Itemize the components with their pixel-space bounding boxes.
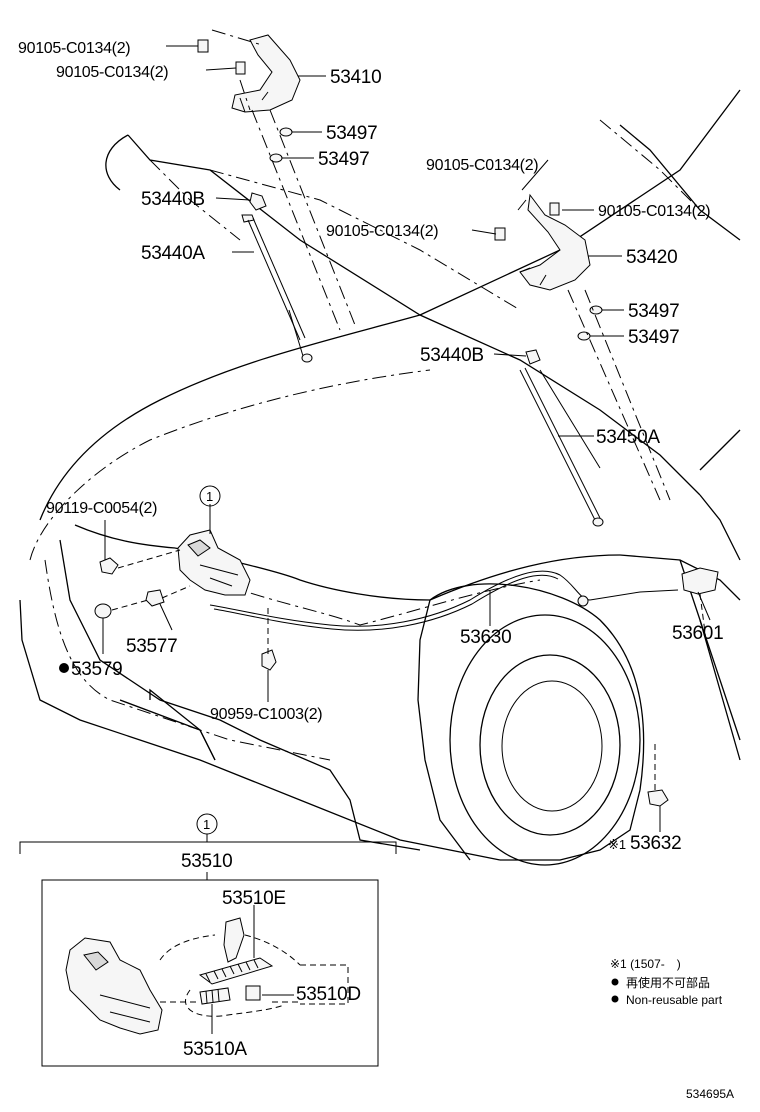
diagram-id: 534695A — [686, 1087, 734, 1101]
label-stay-lh: 53440A — [141, 243, 205, 264]
label-release-lever: 53601 — [672, 623, 723, 644]
label-stay-rh: 53450A — [596, 427, 660, 448]
label-stay-bracket-rh: 53440B — [420, 345, 484, 366]
label-washer-rh-2: 53497 — [628, 327, 679, 348]
legend-note-line: ※1 (1507- ) — [610, 957, 681, 971]
label-washer-rh-1: 53497 — [628, 301, 679, 322]
legend-dot-jp — [611, 978, 619, 986]
hinge-rh-group — [494, 193, 671, 527]
leader-lines — [102, 45, 711, 832]
label-bolt-lock: 90119-C0054(2) — [46, 500, 157, 517]
legend-jp-text: 再使用不可部品 — [626, 975, 710, 990]
non-reusable-dot — [59, 663, 69, 673]
label-lock-sub-d: 53510D — [296, 984, 361, 1005]
label-hinge-rh: 53420 — [626, 247, 677, 268]
label-inset-ref-circle: 1 — [203, 817, 210, 832]
legend: ※1 (1507- ) 再使用不可部品 Non-reusable part — [610, 957, 723, 1007]
label-clamp: 90959-C1003(2) — [210, 706, 322, 723]
inset-frame — [41, 879, 379, 1067]
label-clip: 53632 — [630, 833, 681, 854]
label-bolt-right-side: 90105-C0134(2) — [598, 203, 710, 220]
label-clip-note-mark: ※1 — [608, 837, 626, 852]
wheel — [449, 614, 641, 866]
body-outline — [19, 314, 741, 861]
label-stay-bracket-lh: 53440B — [141, 189, 205, 210]
label-washer-lh-2: 53497 — [318, 149, 369, 170]
label-hinge-lh: 53410 — [330, 67, 381, 88]
label-washer-lh-1: 53497 — [326, 123, 377, 144]
label-bolt-mid: 90105-C0134(2) — [326, 223, 438, 240]
ref-circle-icon — [199, 485, 221, 507]
legend-dot-en — [611, 995, 619, 1003]
label-bolt-top1: 90105-C0134(2) — [18, 40, 130, 57]
lock-assembly-inset: 1 53510 53510E 53510D 53510A — [19, 813, 397, 1067]
hinge-lh-group — [197, 29, 356, 363]
label-bolt-right-top: 90105-C0134(2) — [426, 157, 538, 174]
label-bolt-top2: 90105-C0134(2) — [56, 64, 168, 81]
label-cable: 53630 — [460, 627, 511, 648]
hood-lock-group — [94, 529, 719, 807]
label-lock-sub-a: 53510A — [183, 1039, 247, 1060]
label-lock-assy: 53510 — [181, 851, 232, 872]
legend-en-text: Non-reusable part — [626, 993, 723, 1007]
label-ref-circle: 1 — [206, 489, 213, 504]
label-cushion: 53577 — [126, 636, 177, 657]
part-labels: 90105-C0134(2) 90105-C0134(2) 53410 5349… — [18, 40, 724, 854]
label-lock-sub-e: 53510E — [222, 888, 286, 909]
label-cushion-nonreusable: 53579 — [71, 659, 122, 680]
